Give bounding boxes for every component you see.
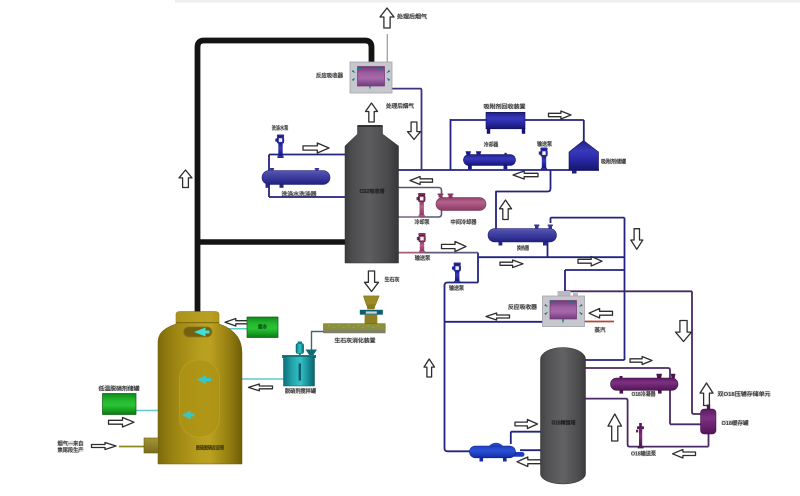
svg-text:反应吸收器: 反应吸收器 [508, 303, 538, 311]
svg-text:反应吸收器: 反应吸收器 [316, 72, 344, 80]
svg-text:焦尾段生产: 焦尾段生产 [57, 446, 85, 454]
svg-text:O18精馏塔: O18精馏塔 [552, 419, 577, 427]
svg-text:生石灰消化装置: 生石灰消化装置 [335, 337, 377, 345]
svg-text:双O18压辅存储单元: 双O18压辅存储单元 [718, 390, 772, 398]
svg-text:输送泵: 输送泵 [449, 284, 465, 292]
svg-text:输送泵: 输送泵 [537, 140, 553, 148]
svg-text:冷却器: 冷却器 [484, 141, 499, 149]
svg-text:换热器: 换热器 [517, 244, 529, 252]
svg-text:氨水: 氨水 [258, 324, 268, 331]
svg-text:O18冷凝器: O18冷凝器 [632, 390, 657, 398]
svg-text:吸附剂储罐: 吸附剂储罐 [601, 158, 627, 166]
svg-text:蒸汽: 蒸汽 [593, 326, 606, 334]
svg-text:洗涤水泵: 洗涤水泵 [272, 124, 289, 132]
svg-text:处理后烟气: 处理后烟气 [385, 102, 415, 110]
svg-text:CS2吸收塔: CS2吸收塔 [360, 187, 386, 195]
svg-text:输送泵: 输送泵 [415, 254, 431, 262]
svg-text:洗涤水洗涤器: 洗涤水洗涤器 [282, 190, 318, 198]
svg-text:中间冷却器: 中间冷却器 [451, 218, 478, 226]
svg-text:吸附剂回收装置: 吸附剂回收装置 [484, 103, 527, 111]
svg-text:处理后烟气: 处理后烟气 [396, 13, 428, 21]
svg-text:脱硝剂搅拌罐: 脱硝剂搅拌罐 [285, 387, 317, 395]
svg-text:烟气—来自: 烟气—来自 [58, 440, 84, 448]
svg-text:生石灰: 生石灰 [385, 276, 401, 284]
svg-text:低温脱硝剂储罐: 低温脱硝剂储罐 [97, 385, 140, 393]
svg-text:脱硫脱硝反应塔: 脱硫脱硝反应塔 [195, 445, 225, 452]
svg-text:O18缓存罐: O18缓存罐 [722, 419, 750, 427]
svg-text:冷却泵: 冷却泵 [415, 218, 431, 226]
svg-text:O18输送泵: O18输送泵 [631, 450, 657, 458]
